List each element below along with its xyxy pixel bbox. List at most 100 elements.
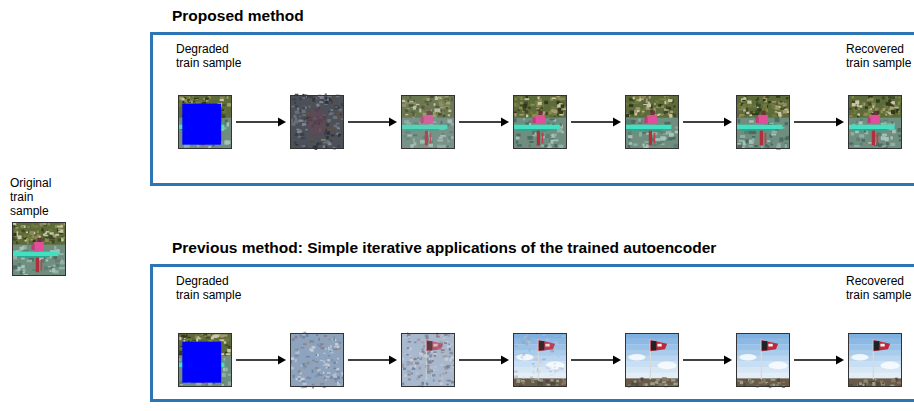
thumbnail-part: [867, 118, 870, 123]
thumbnail-part: [866, 132, 869, 135]
thumbnail-part: [335, 339, 337, 342]
thumbnail-part: [323, 353, 326, 354]
thumbnail-part: [331, 101, 333, 103]
thumbnail-part: [748, 378, 751, 380]
thumbnail-part: [668, 107, 671, 109]
thumbnail-part: [848, 95, 902, 118]
thumbnail-part: [326, 376, 330, 378]
thumbnail-part: [22, 246, 24, 249]
thumbnail-part: [859, 121, 863, 124]
thumbnail-part: [447, 380, 450, 382]
thumbnail-part: [324, 131, 327, 135]
thumbnail-part: [763, 99, 766, 101]
thumbnail-part: [630, 99, 634, 100]
thumbnail-part: [416, 378, 419, 379]
thumbnail-part: [516, 354, 533, 360]
thumbnail-part: [625, 95, 679, 149]
thumbnail-part: [746, 112, 749, 114]
thumbnail-part: [333, 368, 336, 370]
thumbnail-part: [545, 379, 549, 382]
thumbnail-part: [49, 270, 51, 272]
thumbnail-part: [22, 269, 25, 273]
thumbnail-part: [302, 373, 306, 374]
thumbnail-part: [882, 134, 887, 136]
thumbnail-part: [898, 111, 900, 115]
thumbnail-part: [295, 336, 298, 339]
thumbnail-part: [651, 341, 656, 350]
arrow-head: [724, 356, 732, 365]
thumbnail-part: [530, 111, 533, 114]
thumbnail-part: [672, 137, 676, 140]
thumbnail-part: [301, 109, 305, 113]
arrow-head: [501, 118, 509, 127]
thumbnail-part: [327, 359, 330, 361]
thumbnail-part: [317, 343, 319, 346]
reconstruction-image: [401, 95, 455, 149]
thumbnail-part: [522, 341, 525, 344]
thumbnail-part: [786, 136, 789, 140]
thumbnail-part: [318, 338, 320, 341]
thumbnail-part: [883, 120, 887, 122]
step-arrow: [236, 359, 279, 361]
thumbnail-part: [854, 145, 860, 147]
thumbnail-part: [319, 101, 323, 103]
thumbnail-part: [329, 339, 331, 341]
thumbnail-part: [440, 382, 443, 385]
thumbnail-part: [411, 373, 413, 375]
thumbnail-part: [556, 384, 559, 386]
thumbnail-part: [325, 97, 327, 100]
thumbnail-part: [660, 136, 665, 140]
thumbnail-part: [872, 105, 874, 107]
thumbnail-part: [546, 366, 548, 369]
thumbnail-part: [539, 341, 544, 350]
thumbnail-part: [674, 114, 676, 118]
thumbnail-part: [56, 264, 60, 267]
thumbnail-part: [223, 358, 225, 361]
step-arrow: [683, 359, 725, 361]
thumbnail-part: [401, 95, 455, 149]
thumbnail-part: [755, 110, 757, 113]
thumbnail-part: [515, 375, 518, 376]
thumbnail-part: [450, 343, 454, 345]
thumbnail-part: [310, 343, 313, 346]
thumbnail-part: [642, 110, 645, 112]
thumbnail-part: [301, 347, 305, 348]
thumbnail-part: [304, 340, 307, 343]
thumbnail-part: [222, 111, 226, 113]
sample-image: [848, 333, 902, 387]
thumbnail-part: [445, 380, 447, 381]
thumbnail-part: [415, 362, 419, 365]
thumbnail-part: [780, 101, 783, 103]
thumbnail-part: [849, 108, 851, 110]
thumbnail-part: [431, 375, 435, 377]
thumbnail-part: [222, 115, 226, 119]
thumbnail-part: [451, 356, 454, 359]
thumbnail-part: [16, 241, 18, 244]
thumbnail-part: [291, 146, 294, 148]
thumbnail-part: [303, 383, 307, 385]
thumbnail-part: [515, 346, 518, 347]
thumbnail-part: [215, 335, 219, 337]
thumbnail-part: [333, 101, 336, 104]
thumbnail-part: [625, 95, 679, 118]
thumbnail-part: [32, 235, 34, 239]
thumbnail-part: [531, 104, 535, 106]
thumbnail-part: [53, 256, 57, 259]
thumbnail-part: [628, 131, 631, 135]
thumbnail-part: [650, 112, 654, 115]
thumbnail-part: [304, 121, 306, 123]
thumbnail-part: [654, 108, 656, 111]
thumbnail-part: [547, 115, 550, 118]
thumbnail-part: [891, 379, 895, 382]
thumbnail-part: [410, 359, 414, 361]
thumbnail-part: [341, 100, 343, 104]
thumbnail-part: [750, 381, 754, 384]
thumbnail-part: [328, 367, 331, 369]
thumbnail-part: [307, 359, 310, 361]
thumbnail-part: [736, 125, 782, 129]
thumbnail-part: [315, 361, 318, 362]
step-arrow: [683, 121, 725, 123]
thumbnail-part: [516, 141, 519, 144]
thumbnail-part: [302, 145, 306, 147]
thumbnail-part: [544, 101, 548, 105]
